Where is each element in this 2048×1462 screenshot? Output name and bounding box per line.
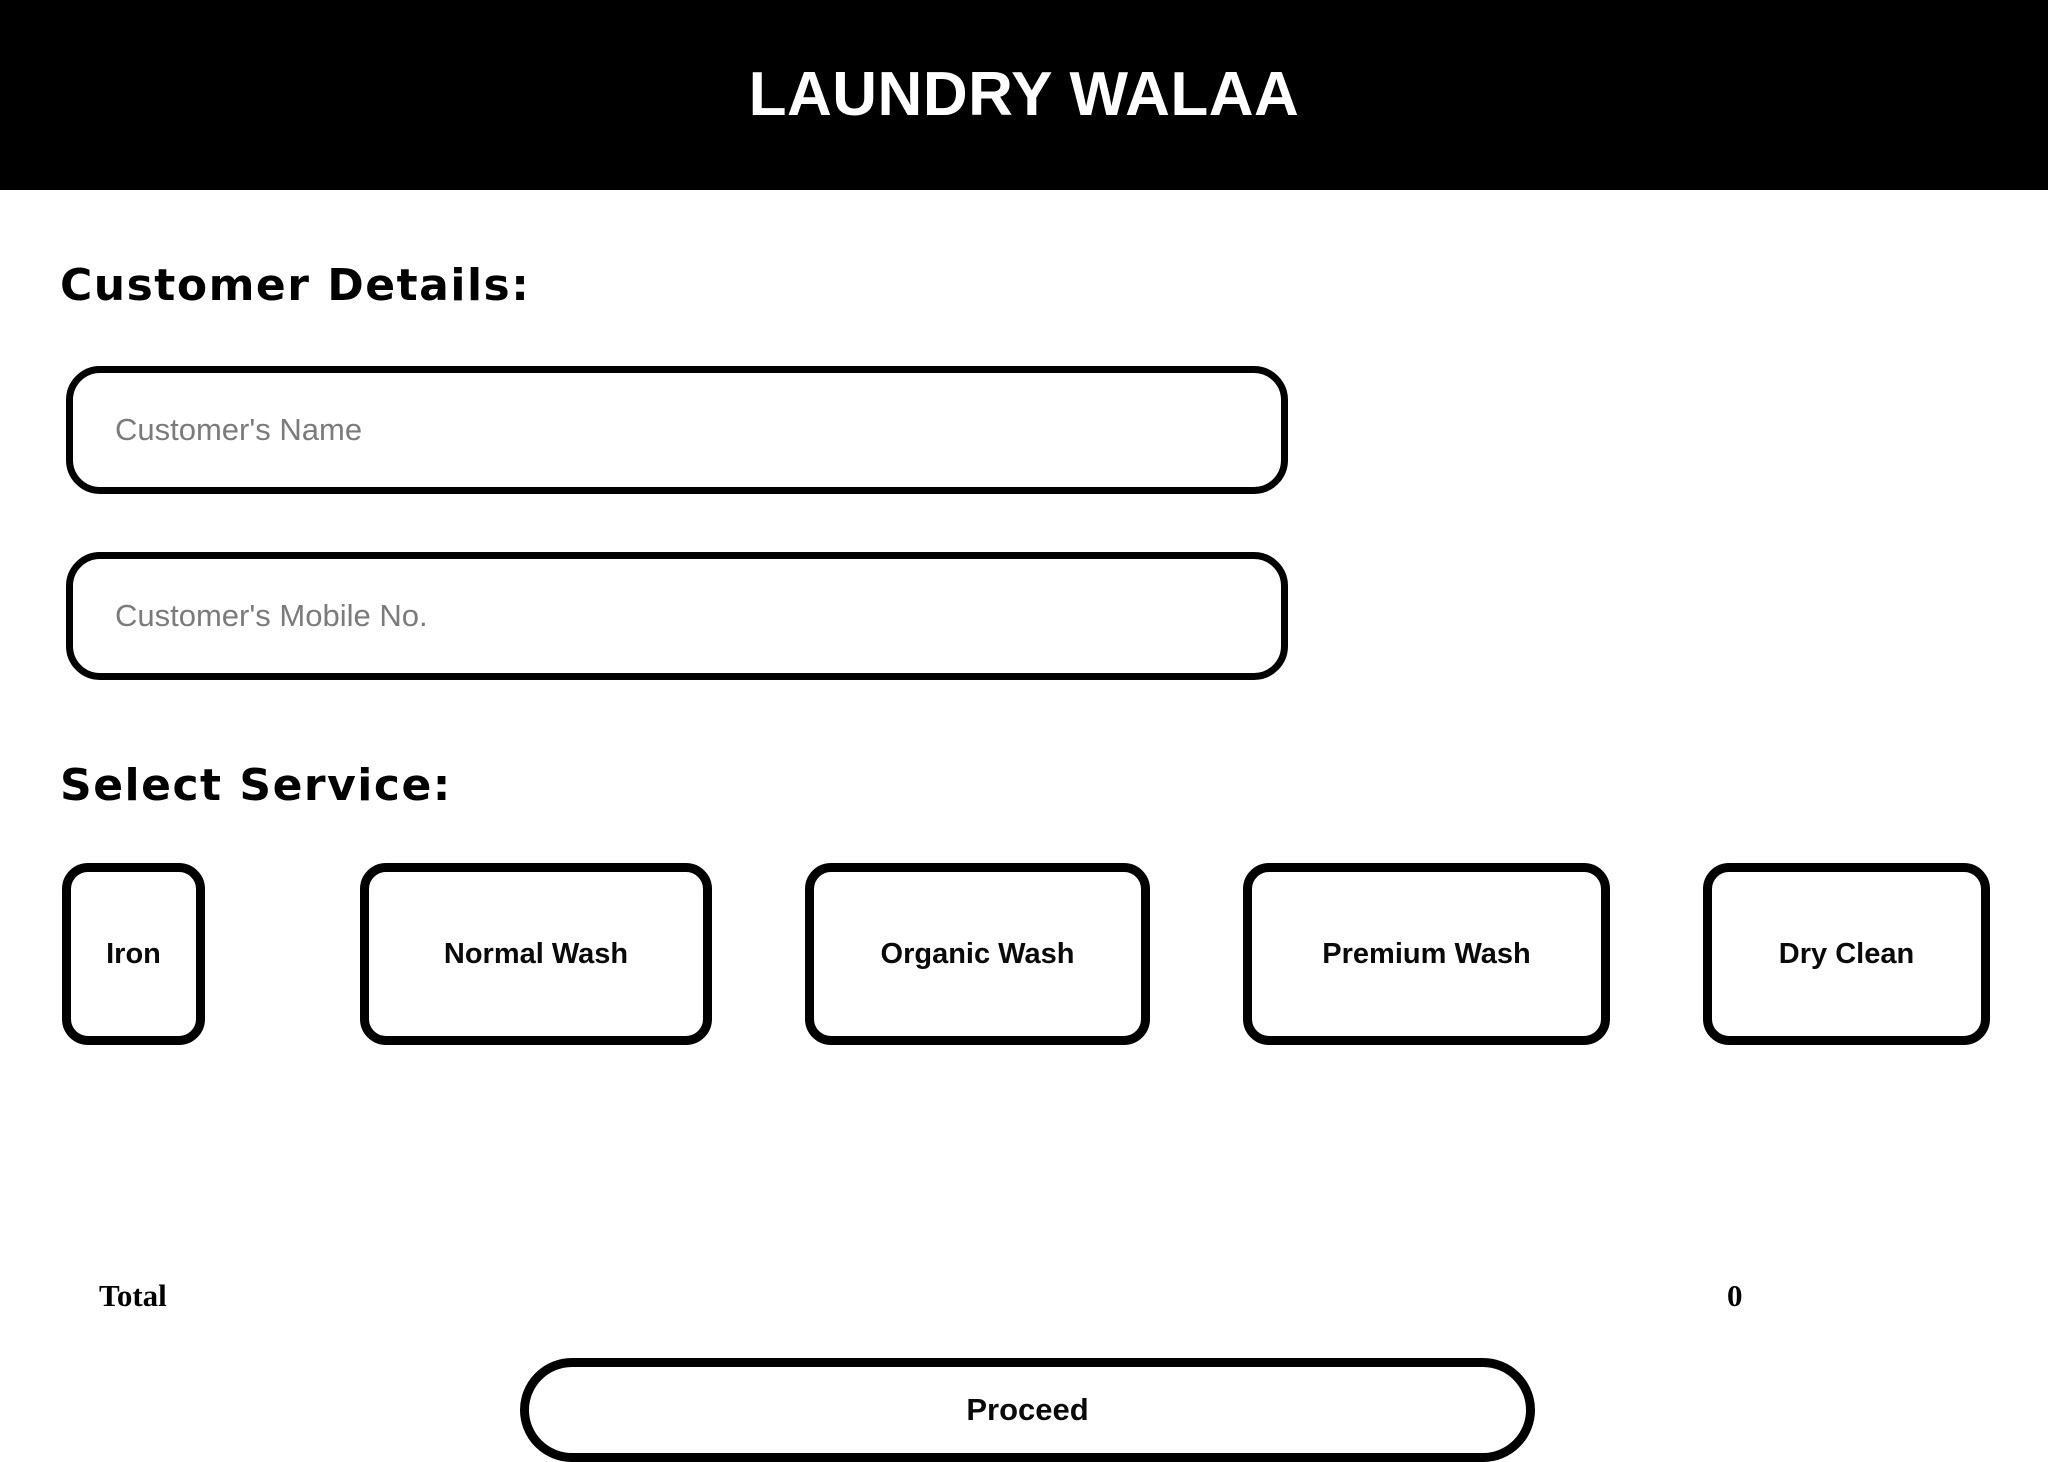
- app-header: LAUNDRY WALAA: [0, 0, 2048, 190]
- customer-mobile-input[interactable]: [66, 552, 1288, 680]
- service-button-normal-wash[interactable]: Normal Wash: [360, 863, 712, 1045]
- total-label: Total: [99, 1278, 167, 1313]
- app-title: LAUNDRY WALAA: [748, 60, 1300, 129]
- customer-name-input[interactable]: [66, 366, 1288, 494]
- select-service-heading: Select Service:: [60, 760, 452, 811]
- service-button-organic-wash[interactable]: Organic Wash: [805, 863, 1150, 1045]
- service-button-row: Iron Normal Wash Organic Wash Premium Wa…: [0, 863, 2048, 1053]
- service-button-premium-wash[interactable]: Premium Wash: [1243, 863, 1610, 1045]
- service-button-iron[interactable]: Iron: [62, 863, 205, 1045]
- proceed-button[interactable]: Proceed: [520, 1358, 1535, 1462]
- customer-details-heading: Customer Details:: [60, 260, 531, 311]
- service-button-dry-clean[interactable]: Dry Clean: [1703, 863, 1990, 1045]
- total-value: 0: [1727, 1278, 1743, 1313]
